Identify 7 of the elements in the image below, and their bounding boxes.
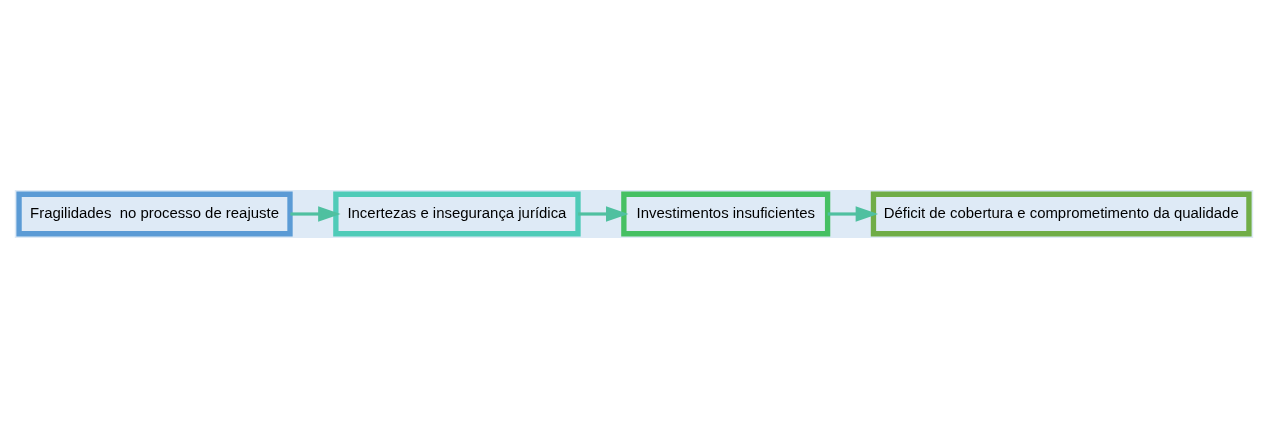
node-box: Incertezas e insegurança jurídica [333,191,581,237]
arrow [578,206,629,222]
node-box: Investimentos insuficientes [621,191,831,237]
arrow [827,206,879,222]
node-box: Déficit de cobertura e comprometimento da qualidade [870,191,1252,237]
arrow [290,206,341,222]
node-box: Fragilidades no processo de reajuste [16,191,293,237]
